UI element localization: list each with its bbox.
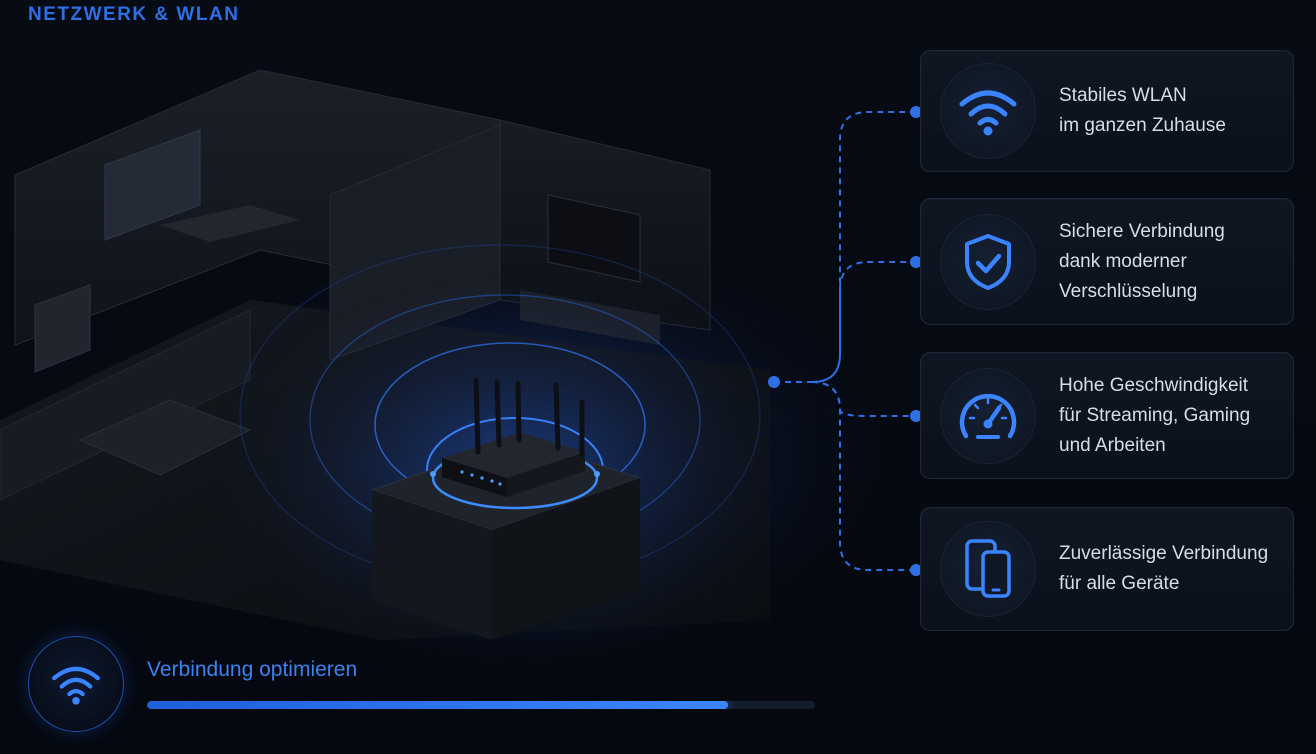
feature-text: Hohe Geschwindigkeit für Streaming, Gami… [1059,374,1251,456]
speedometer-icon [940,367,1036,464]
feature-card-stable-wifi[interactable]: Stabiles WLAN im ganzen Zuhause [920,50,1294,172]
feature-card-high-speed[interactable]: Hohe Geschwindigkeit für Streaming, Gami… [920,352,1294,479]
wifi-icon [28,636,124,732]
devices-icon [940,521,1036,617]
counter-side [492,478,640,640]
wifi-icon [940,63,1036,159]
router [430,377,600,510]
section-title: NETZWERK & WLAN [28,4,240,25]
feature-text: Sichere Verbindung dank moderner Verschl… [1059,220,1225,302]
window [104,129,201,241]
progress-fill [147,701,729,709]
optimization-status-label: Verbindung optimieren [147,658,358,681]
optimization-progress-bar [147,701,815,709]
feature-card-all-devices[interactable]: Zuverlässige Verbindung für alle Geräte [920,507,1294,631]
desk [160,205,300,242]
feature-card-secure-connection[interactable]: Sichere Verbindung dank moderner Verschl… [920,198,1294,325]
feature-text: Stabiles WLAN im ganzen Zuhause [1059,85,1226,136]
shield-check-icon [940,213,1036,310]
window [34,284,91,373]
feature-text: Zuverlässige Verbindung für alle Geräte [1059,543,1269,594]
counter-front [372,490,492,640]
